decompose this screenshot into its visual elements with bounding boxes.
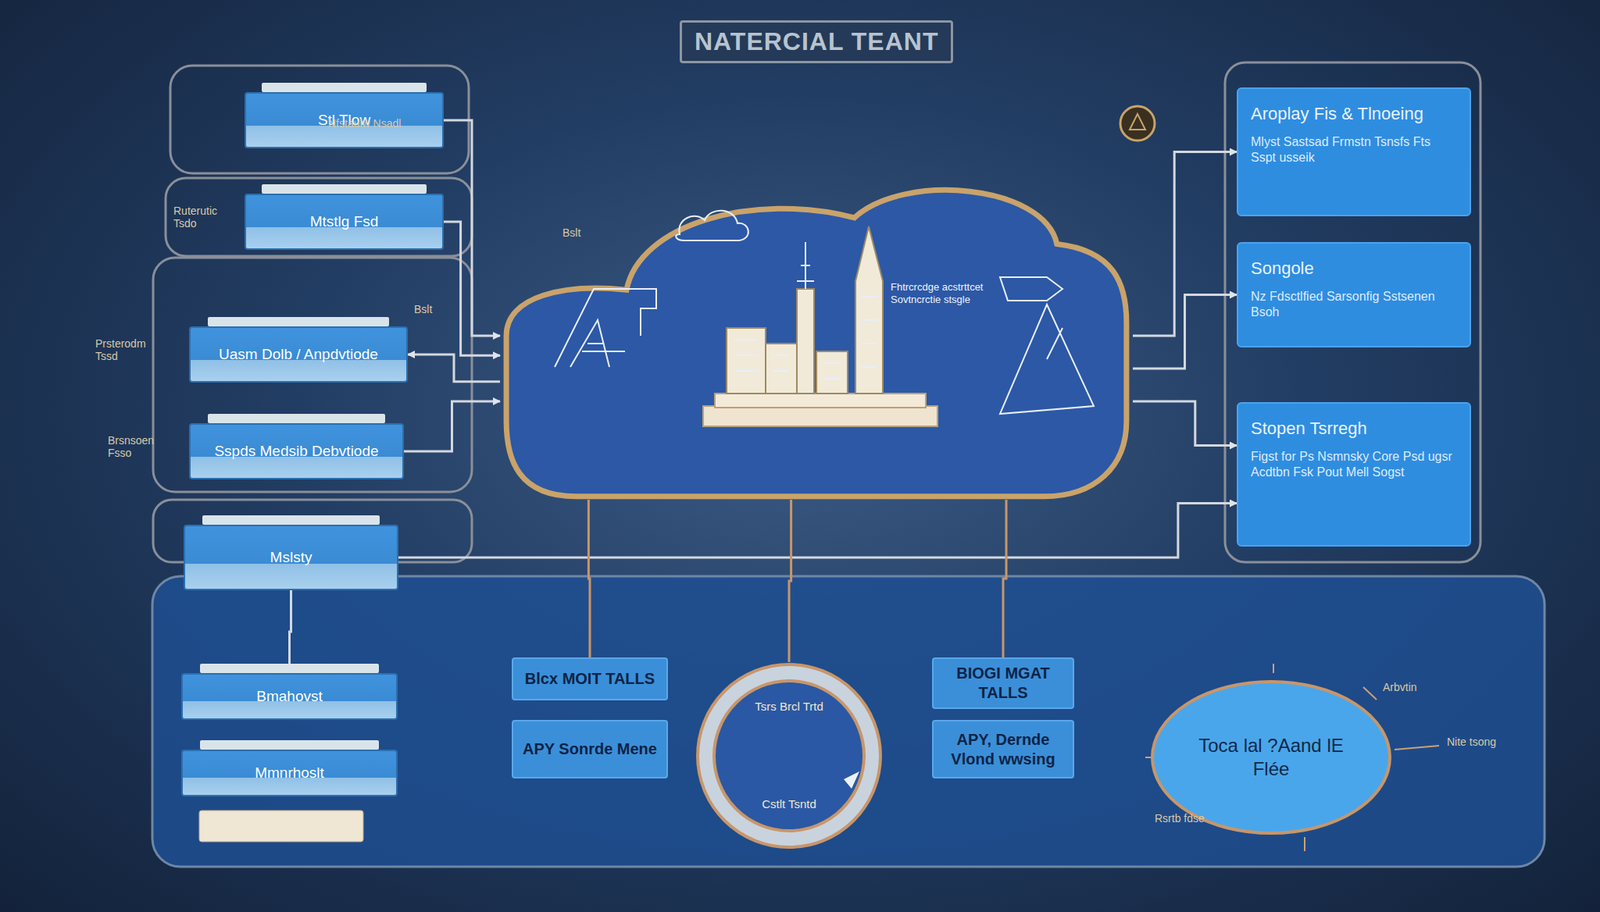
process-box: Mtstlg Fsd	[244, 193, 444, 250]
connector	[407, 354, 500, 383]
cloud-outline	[500, 171, 1133, 500]
node-label: APY Sonrde Mene	[522, 739, 658, 760]
info-box: Stopen TsrreghFigst for Ps Nsmnsky Core …	[1236, 402, 1472, 547]
node-label: Blcx MOIT TALLS	[525, 669, 655, 690]
node-label: Mmnrhoslt	[254, 764, 325, 783]
connector	[1132, 401, 1237, 447]
connector	[588, 500, 590, 658]
node-label: Sspds Medsib Debvtiode	[214, 442, 379, 461]
node-label: Stopen Tsrregh	[1250, 417, 1368, 440]
annotation-label: Rsrtb fdse	[1154, 812, 1205, 825]
service-box: APY, Dernde Vlond wwsing	[932, 720, 1075, 779]
connector	[1003, 500, 1007, 658]
annotation-label: Nite tsong	[1446, 735, 1497, 749]
service-box: Blcx MOIT TALLS	[511, 657, 668, 701]
node-label: Mslsty	[270, 548, 313, 568]
node-label: Mtstlg Fsd	[310, 212, 379, 232]
node-label: Uasm Dolb / Anpdvtiode	[218, 345, 379, 365]
connector	[403, 401, 500, 452]
connector	[789, 500, 792, 663]
process-box: Bmahovst	[181, 673, 398, 721]
ring-inner	[714, 681, 865, 832]
cloud-outline	[506, 189, 1127, 497]
process-box: Mslsty	[183, 525, 399, 591]
node-label: Bmahovst	[256, 687, 322, 707]
city-illustration	[554, 210, 1094, 427]
process-box: Mmnrhoslt	[181, 750, 398, 797]
ring	[697, 664, 881, 848]
process-box: Uasm Dolb / Anpdvtiode	[189, 326, 408, 383]
connector	[443, 221, 500, 356]
node-label: Fhtrcrcdge acstrttcet Sovtncrctie stsgle	[890, 281, 1032, 308]
annotation-label: Prsterodm Tssd	[95, 337, 163, 363]
connector	[443, 120, 500, 336]
annotation-label: Nfstaulw Nsadl	[328, 117, 401, 130]
ring-circle: Tsrs Brcl TrtdCstlt Tsntd	[695, 662, 883, 850]
node-label: Toca lal ?Aand lE Flée	[1181, 734, 1361, 782]
node-label: BIOGI MGAT TALLS	[941, 664, 1065, 704]
service-box: BIOGI MGAT TALLS	[932, 657, 1075, 710]
info-box: Songole Nz Fdsctlfied Sarsonfig Sstsenen …	[1236, 242, 1472, 348]
node-label: Songole	[1250, 257, 1315, 280]
node-body: Mlyst Sastsad Frmstn Tsnsfs Fts Sspt uss…	[1250, 134, 1458, 166]
cloud-shape-outline	[500, 171, 1133, 500]
node-label: Aroplay Fis & Tlnoeing	[1250, 103, 1424, 125]
node-label: Tsrs Brcl Trtd	[726, 700, 852, 715]
annotation-label: Brsnsoen Fsso	[107, 434, 175, 460]
node-body: Figst for Ps Nsmnsky Core Psd ugsr Acdtb…	[1250, 449, 1458, 481]
node-body: Nz Fdsctlfied Sarsonfig Sstsenen Bsoh	[1250, 289, 1458, 321]
pointer	[843, 771, 860, 790]
process-box: Sspds Medsib Debvtiode	[189, 423, 404, 480]
annotation-label: Arbvtin	[1382, 681, 1418, 694]
diagram-title: NATERCIAL TEANT	[679, 20, 954, 64]
node-body: Cstlt Tsntd	[726, 797, 852, 813]
connector	[398, 503, 1237, 559]
ellipse-outline	[1152, 682, 1390, 834]
ring-circle-outline	[695, 662, 883, 850]
annotation-label: Ruterutic Tsdo	[173, 204, 241, 230]
annotation-label: Bslt	[414, 303, 433, 316]
service-box: APY Sonrde Mene	[511, 720, 668, 779]
connector	[289, 590, 292, 674]
annotation-label: Bslt	[562, 226, 581, 240]
info-box: Aroplay Fis & TlnoeingMlyst Sastsad Frms…	[1236, 87, 1472, 217]
badge-icon	[1120, 106, 1155, 141]
cloud-shape: Fhtrcrcdge acstrttcet Sovtncrctie stsgle	[500, 171, 1133, 500]
leader-lines	[1145, 664, 1440, 852]
connector	[1132, 295, 1237, 370]
node-label: APY, Dernde Vlond wwsing	[941, 730, 1065, 770]
